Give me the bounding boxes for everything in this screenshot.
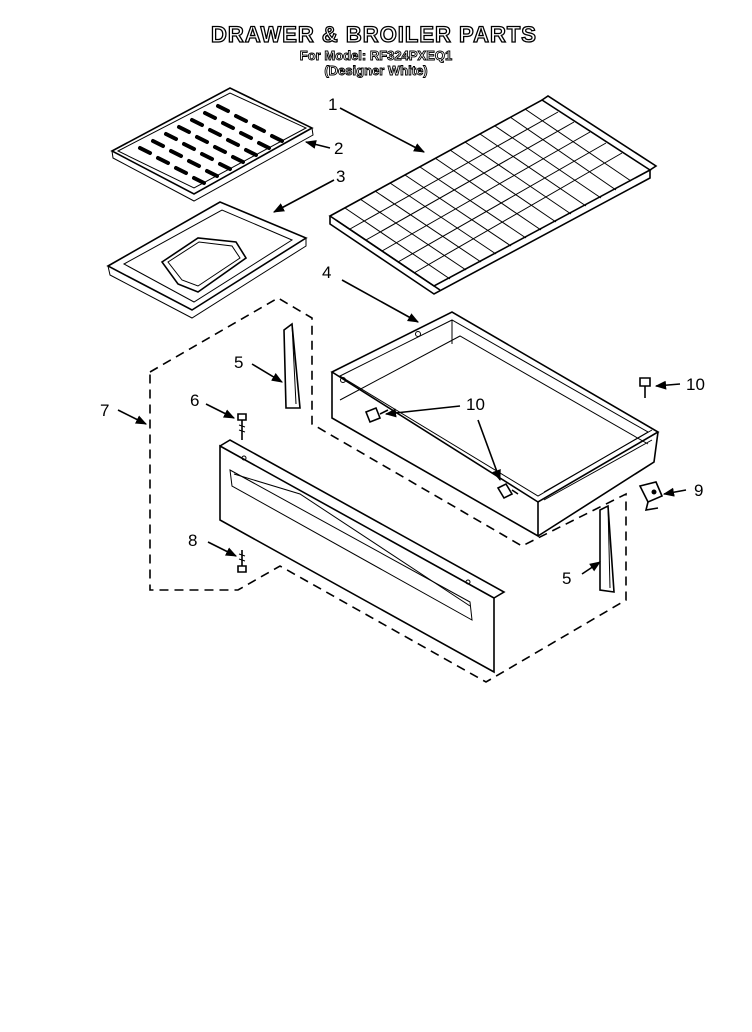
drawer-glide-left [283, 322, 301, 409]
callout-10-right: 10 [686, 375, 705, 394]
screw-part-6 [237, 413, 247, 440]
drawer-assembly-outline [149, 297, 627, 683]
screw-part-10-right [639, 377, 651, 398]
model-line: For Model: RF324PXEQ1 [299, 48, 453, 64]
callout-2: 2 [334, 139, 343, 158]
drawer-body [330, 311, 660, 538]
callout-5-lower: 5 [562, 569, 571, 588]
callout-7: 7 [100, 401, 109, 420]
bracket-part-9 [638, 481, 664, 511]
diagram-header: DRAWER & BROILER PARTS For Model: RF324P… [0, 21, 752, 79]
leader-lines [117, 107, 687, 575]
callout-10-center: 10 [466, 395, 485, 414]
oven-rack [328, 95, 658, 295]
page-title: DRAWER & BROILER PARTS [210, 21, 537, 47]
broiler-grid [110, 87, 314, 202]
screw-part-8 [237, 550, 247, 573]
callout-8: 8 [188, 531, 197, 550]
drawer-glide-right [599, 504, 615, 593]
screw-part-10-left [364, 406, 389, 424]
callout-6: 6 [190, 391, 199, 410]
color-line: (Designer White) [324, 63, 428, 79]
callout-4: 4 [322, 263, 331, 282]
callout-5-upper: 5 [234, 353, 243, 372]
drawer-front-panel [219, 439, 506, 674]
screw-part-10-middle [496, 482, 519, 500]
callout-9: 9 [694, 481, 703, 500]
callout-1: 1 [328, 95, 337, 114]
broiler-pan [106, 201, 308, 319]
callout-3: 3 [336, 167, 345, 186]
